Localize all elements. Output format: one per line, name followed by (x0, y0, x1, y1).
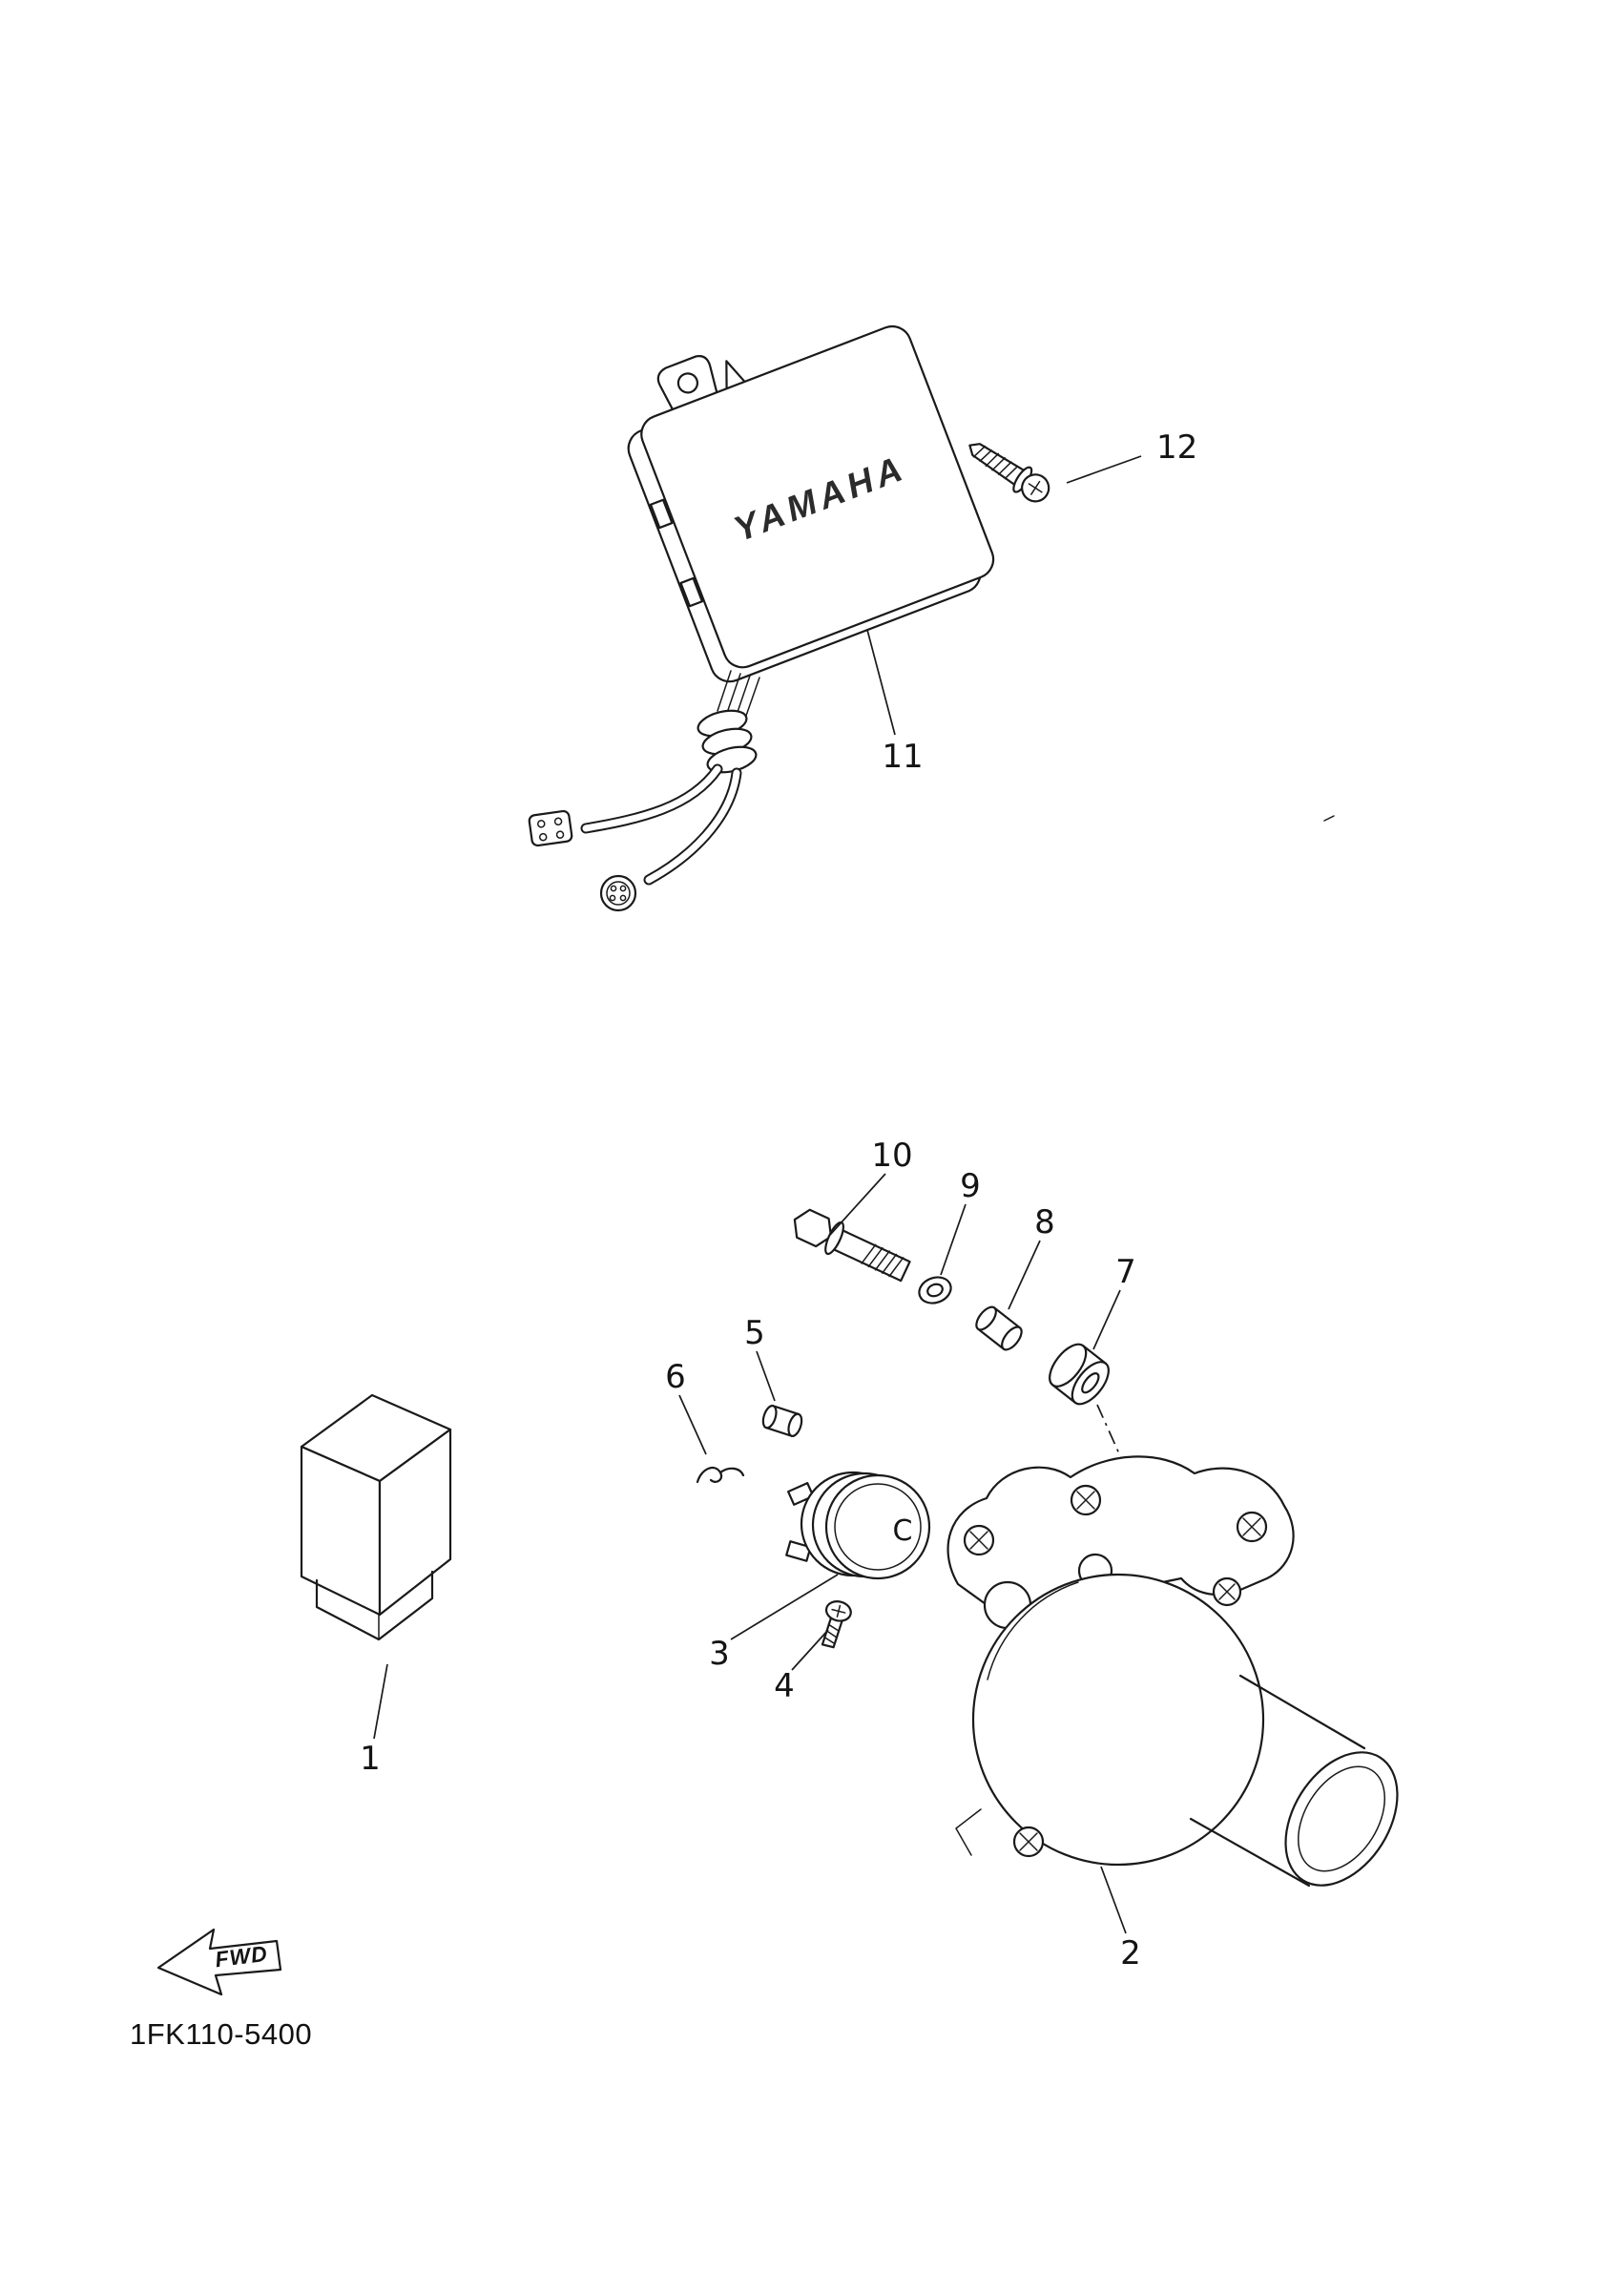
motor-snout (1189, 1674, 1399, 1888)
callout-12-label: 12 (1156, 428, 1197, 467)
stray-mark (1323, 815, 1335, 822)
phillips-cross-icon (1076, 1491, 1095, 1510)
flange-screw-mid (1070, 1484, 1102, 1516)
part-5-pin (761, 1405, 803, 1437)
callout-5-label: 5 (744, 1314, 765, 1352)
diagram-code: 1FK110-5400 (130, 2017, 312, 2051)
callout-12: 12 (1066, 428, 1197, 484)
flange-screw-left (963, 1524, 995, 1556)
phillips-cross-icon (1019, 1832, 1038, 1851)
body-screw-bottom (1012, 1826, 1045, 1858)
callout-11-label: 11 (882, 738, 923, 776)
callout-1: 1 (360, 1663, 388, 1778)
callout-2: 2 (1100, 1866, 1141, 1972)
part-7-grommet (1049, 1343, 1110, 1406)
phillips-cross-icon (1028, 480, 1043, 495)
phillips-cross-icon (831, 1604, 846, 1618)
callout-2-label: 2 (1120, 1934, 1141, 1972)
part-10-bolt (793, 1208, 911, 1283)
tab-hole (676, 372, 699, 394)
callout-5: 5 (744, 1314, 776, 1402)
wire-bundle (528, 670, 760, 912)
callout-8-label: 8 (1034, 1203, 1055, 1242)
callout-9-label: 9 (960, 1167, 981, 1205)
part-6-clip (696, 1466, 745, 1484)
flange-screw-right (1236, 1511, 1268, 1543)
slot-1 (649, 498, 674, 530)
part-12-screw (968, 443, 1050, 503)
callout-10-label: 10 (871, 1137, 912, 1175)
pulley-tab-top (787, 1482, 815, 1506)
part-11-cdi-unit: YAMAHA (528, 324, 995, 912)
body-screw-top-right (1212, 1576, 1242, 1607)
fwd-arrow: FWD (156, 1928, 282, 1996)
callout-9: 9 (940, 1167, 981, 1276)
callout-11: 11 (866, 629, 924, 776)
part-8-collar (975, 1305, 1023, 1351)
part-2-servo-motor (946, 1455, 1399, 1888)
square-connector (528, 809, 573, 847)
round-connector (599, 874, 637, 912)
callout-10: 10 (829, 1137, 913, 1236)
callout-3: 3 (709, 1574, 839, 1673)
fwd-arrow-shape (156, 1928, 282, 1996)
callout-1-label: 1 (360, 1740, 381, 1778)
callout-4: 4 (774, 1629, 829, 1705)
part-9-washer (918, 1276, 952, 1305)
callout-7-label: 7 (1115, 1253, 1136, 1291)
motor-body (971, 1573, 1265, 1867)
callouts: 12 11 10 9 8 7 5 6 (360, 428, 1197, 1972)
callout-4-label: 4 (774, 1667, 795, 1705)
callout-6: 6 (665, 1358, 707, 1455)
pulley-c-mark: C (893, 1514, 913, 1548)
pulley-tab-bottom (785, 1540, 812, 1562)
slot-2 (679, 576, 704, 608)
part-3-pulley: C (785, 1471, 931, 1580)
phillips-cross-icon (969, 1531, 988, 1550)
callout-7: 7 (1092, 1253, 1136, 1350)
relay-right-face (378, 1428, 452, 1617)
part-4-screw (821, 1600, 852, 1649)
callout-8: 8 (1008, 1203, 1055, 1310)
callout-3-label: 3 (709, 1635, 730, 1673)
phillips-cross-icon (1242, 1517, 1261, 1536)
phillips-cross-icon (1218, 1583, 1236, 1600)
callout-6-label: 6 (665, 1358, 686, 1396)
part-1-relay (300, 1393, 452, 1641)
